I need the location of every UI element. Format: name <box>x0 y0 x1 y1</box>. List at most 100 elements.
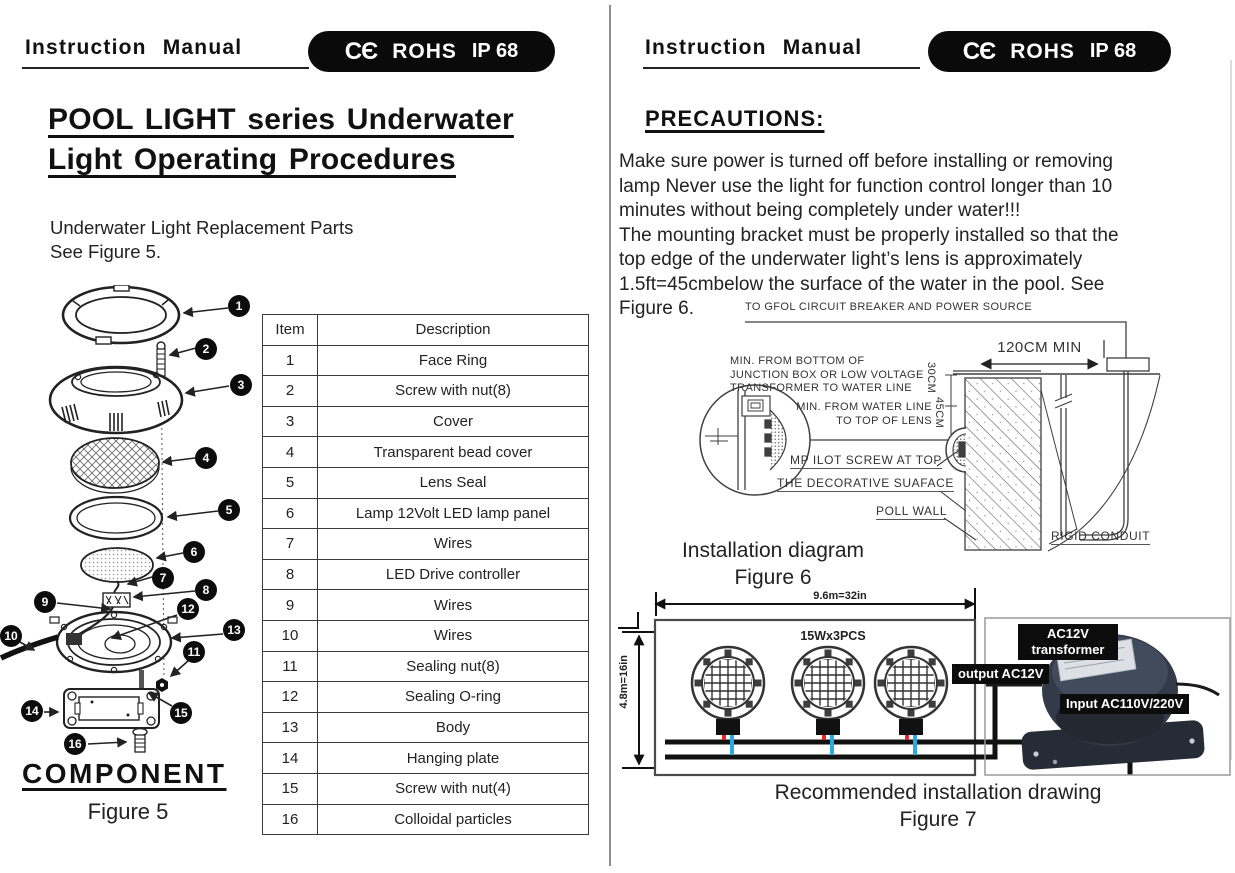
description-cell: Cover <box>317 405 589 438</box>
pool-wall-label: POLL WALL <box>876 504 948 520</box>
item-cell: 15 <box>262 772 318 805</box>
right-header-title: Instruction Manual <box>645 36 863 59</box>
page-divider <box>609 5 611 866</box>
item-cell: 5 <box>262 466 318 499</box>
lights-wattage-label: 15Wx3PCS <box>800 629 866 643</box>
figure6-diagram: TO GFOL CIRCUIT BREAKER AND POWER SOURCE… <box>620 298 1235 590</box>
callout-1: 1 <box>228 295 250 317</box>
dim-45cm-label: 45CM <box>933 397 945 429</box>
rohs-label: ROHS <box>1010 39 1075 63</box>
callout-4: 4 <box>195 447 217 469</box>
left-header-title: Instruction Manual <box>25 36 243 59</box>
col-header-description: Description <box>317 314 589 346</box>
dim-120cm-label: 120CM MIN <box>997 339 1082 356</box>
callout-14: 14 <box>21 700 43 722</box>
dim-30cm-label: 30CM <box>925 362 937 394</box>
right-header-underline <box>643 67 920 69</box>
callout-11: 11 <box>183 641 205 663</box>
figure6-caption-line1: Installation diagram <box>681 539 865 562</box>
figure7-caption: Recommended installation drawing Figure … <box>703 780 1173 833</box>
item-cell: 7 <box>262 528 318 560</box>
output-voltage-label: output AC12V <box>952 664 1050 684</box>
description-cell: Sealing nut(8) <box>317 650 589 683</box>
description-cell: Hanging plate <box>317 742 589 774</box>
figure5-caption: Figure 5 <box>87 799 169 824</box>
pool-lights-row <box>690 645 949 755</box>
item-cell: 3 <box>262 405 318 438</box>
item-cell: 10 <box>262 619 318 652</box>
dim-width-label: 9.6m=32in <box>813 590 867 602</box>
pilot-screw-label: MP ILOT SCREW AT TOP <box>790 453 943 469</box>
callout-10: 10 <box>0 625 22 647</box>
intro-text: Underwater Light Replacement Parts See F… <box>50 217 354 262</box>
component-caption: COMPONENT <box>22 758 227 789</box>
callout-9: 9 <box>34 591 56 613</box>
ce-mark-icon: CЄ <box>962 37 996 65</box>
description-cell: Body <box>317 711 589 744</box>
junction-box-label: MIN. FROM BOTTOM OF JUNCTION BOX OR LOW … <box>730 355 924 394</box>
callout-15: 15 <box>170 702 192 724</box>
document-title: POOL LIGHT series Underwater Light Opera… <box>48 103 514 176</box>
description-cell: Transparent bead cover <box>317 436 589 468</box>
item-cell: 1 <box>262 344 318 377</box>
precautions-body: Make sure power is turned off before ins… <box>619 151 1119 319</box>
ce-mark-icon: CЄ <box>344 37 378 65</box>
rigid-conduit-label: RIGID CONDUIT <box>1051 529 1151 545</box>
figure7-caption-line2: Figure 7 <box>899 807 977 831</box>
item-cell: 9 <box>262 589 318 621</box>
pool-light <box>873 645 949 755</box>
item-cell: 6 <box>262 497 318 530</box>
callout-12: 12 <box>177 598 199 620</box>
item-cell: 12 <box>262 681 318 713</box>
callout-6: 6 <box>183 541 205 563</box>
description-cell: Lamp 12Volt LED lamp panel <box>317 497 589 530</box>
decorative-surface-label: THE DECORATIVE SUAFACE <box>777 476 955 492</box>
figure7-caption-line1: Recommended installation drawing <box>774 781 1102 804</box>
precautions-title: PRECAUTIONS: <box>645 106 825 131</box>
figure6-caption-line2: Figure 6 <box>734 565 812 589</box>
description-cell: Lens Seal <box>317 466 589 499</box>
left-cert-badge: CЄ ROHS IP 68 <box>308 31 555 72</box>
exploded-view-graphic <box>0 284 230 753</box>
table-header-row: Item Description <box>262 314 589 346</box>
col-header-item: Item <box>262 314 318 346</box>
figure6-caption: Installation diagram Figure 6 <box>648 538 898 591</box>
pool-light <box>690 645 766 755</box>
callout-5: 5 <box>218 499 240 521</box>
description-cell: Colloidal particles <box>317 803 589 836</box>
ip68-label: IP 68 <box>471 40 519 62</box>
description-cell: Face Ring <box>317 344 589 377</box>
item-cell: 14 <box>262 742 318 774</box>
callout-7: 7 <box>152 567 174 589</box>
transformer-label: AC12V transformer <box>1018 624 1118 660</box>
left-header-underline <box>22 67 309 69</box>
wiring-drawing-graphic <box>618 588 1231 777</box>
rohs-label: ROHS <box>392 39 457 63</box>
description-cell: Screw with nut(4) <box>317 772 589 805</box>
callout-16: 16 <box>64 733 86 755</box>
item-cell: 16 <box>262 803 318 836</box>
water-line-label: MIN. FROM WATER LINE TO TOP OF LENS <box>796 401 932 427</box>
item-cell: 11 <box>262 650 318 683</box>
input-voltage-label: Input AC110V/220V <box>1060 694 1190 714</box>
callout-8: 8 <box>195 579 217 601</box>
pool-light <box>790 645 866 755</box>
description-cell: Wires <box>317 528 589 560</box>
description-cell: LED Drive controller <box>317 558 589 591</box>
callout-3: 3 <box>230 374 252 396</box>
item-cell: 8 <box>262 558 318 591</box>
